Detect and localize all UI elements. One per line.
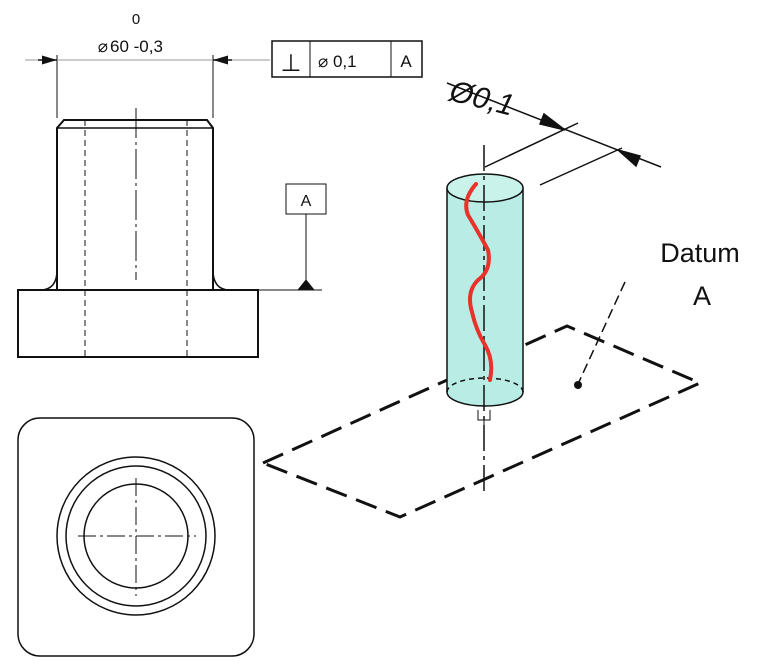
feature-control-frame bbox=[271, 40, 423, 78]
top-view bbox=[17, 417, 255, 657]
fcf-tolerance: ⌀ 0,1 bbox=[318, 52, 357, 71]
actual-axis-deviation bbox=[464, 182, 494, 382]
upper-tolerance: 0 bbox=[132, 11, 140, 28]
diameter-symbol: ⌀ bbox=[98, 37, 108, 56]
datum-leader-dot bbox=[574, 381, 582, 389]
datum-label: A bbox=[301, 193, 312, 210]
perpendicular-mark bbox=[477, 410, 491, 426]
datum-feature-symbol bbox=[240, 183, 327, 291]
zone-diameter-label: Ø0,1 bbox=[445, 75, 517, 123]
front-view bbox=[17, 108, 259, 358]
perpendicularity-symbol: ⊥ bbox=[281, 50, 302, 77]
datum-plane-label-1: Datum bbox=[660, 238, 740, 268]
zone-width-dimension bbox=[446, 82, 662, 186]
datum-leader bbox=[577, 281, 626, 385]
dimension-value: 60 -0,3 bbox=[110, 37, 163, 56]
tolerance-zone-cylinder bbox=[446, 173, 524, 407]
fcf-datum: A bbox=[400, 52, 412, 71]
diameter-dimension bbox=[25, 55, 270, 118]
datum-plane-label-2: A bbox=[693, 281, 711, 311]
